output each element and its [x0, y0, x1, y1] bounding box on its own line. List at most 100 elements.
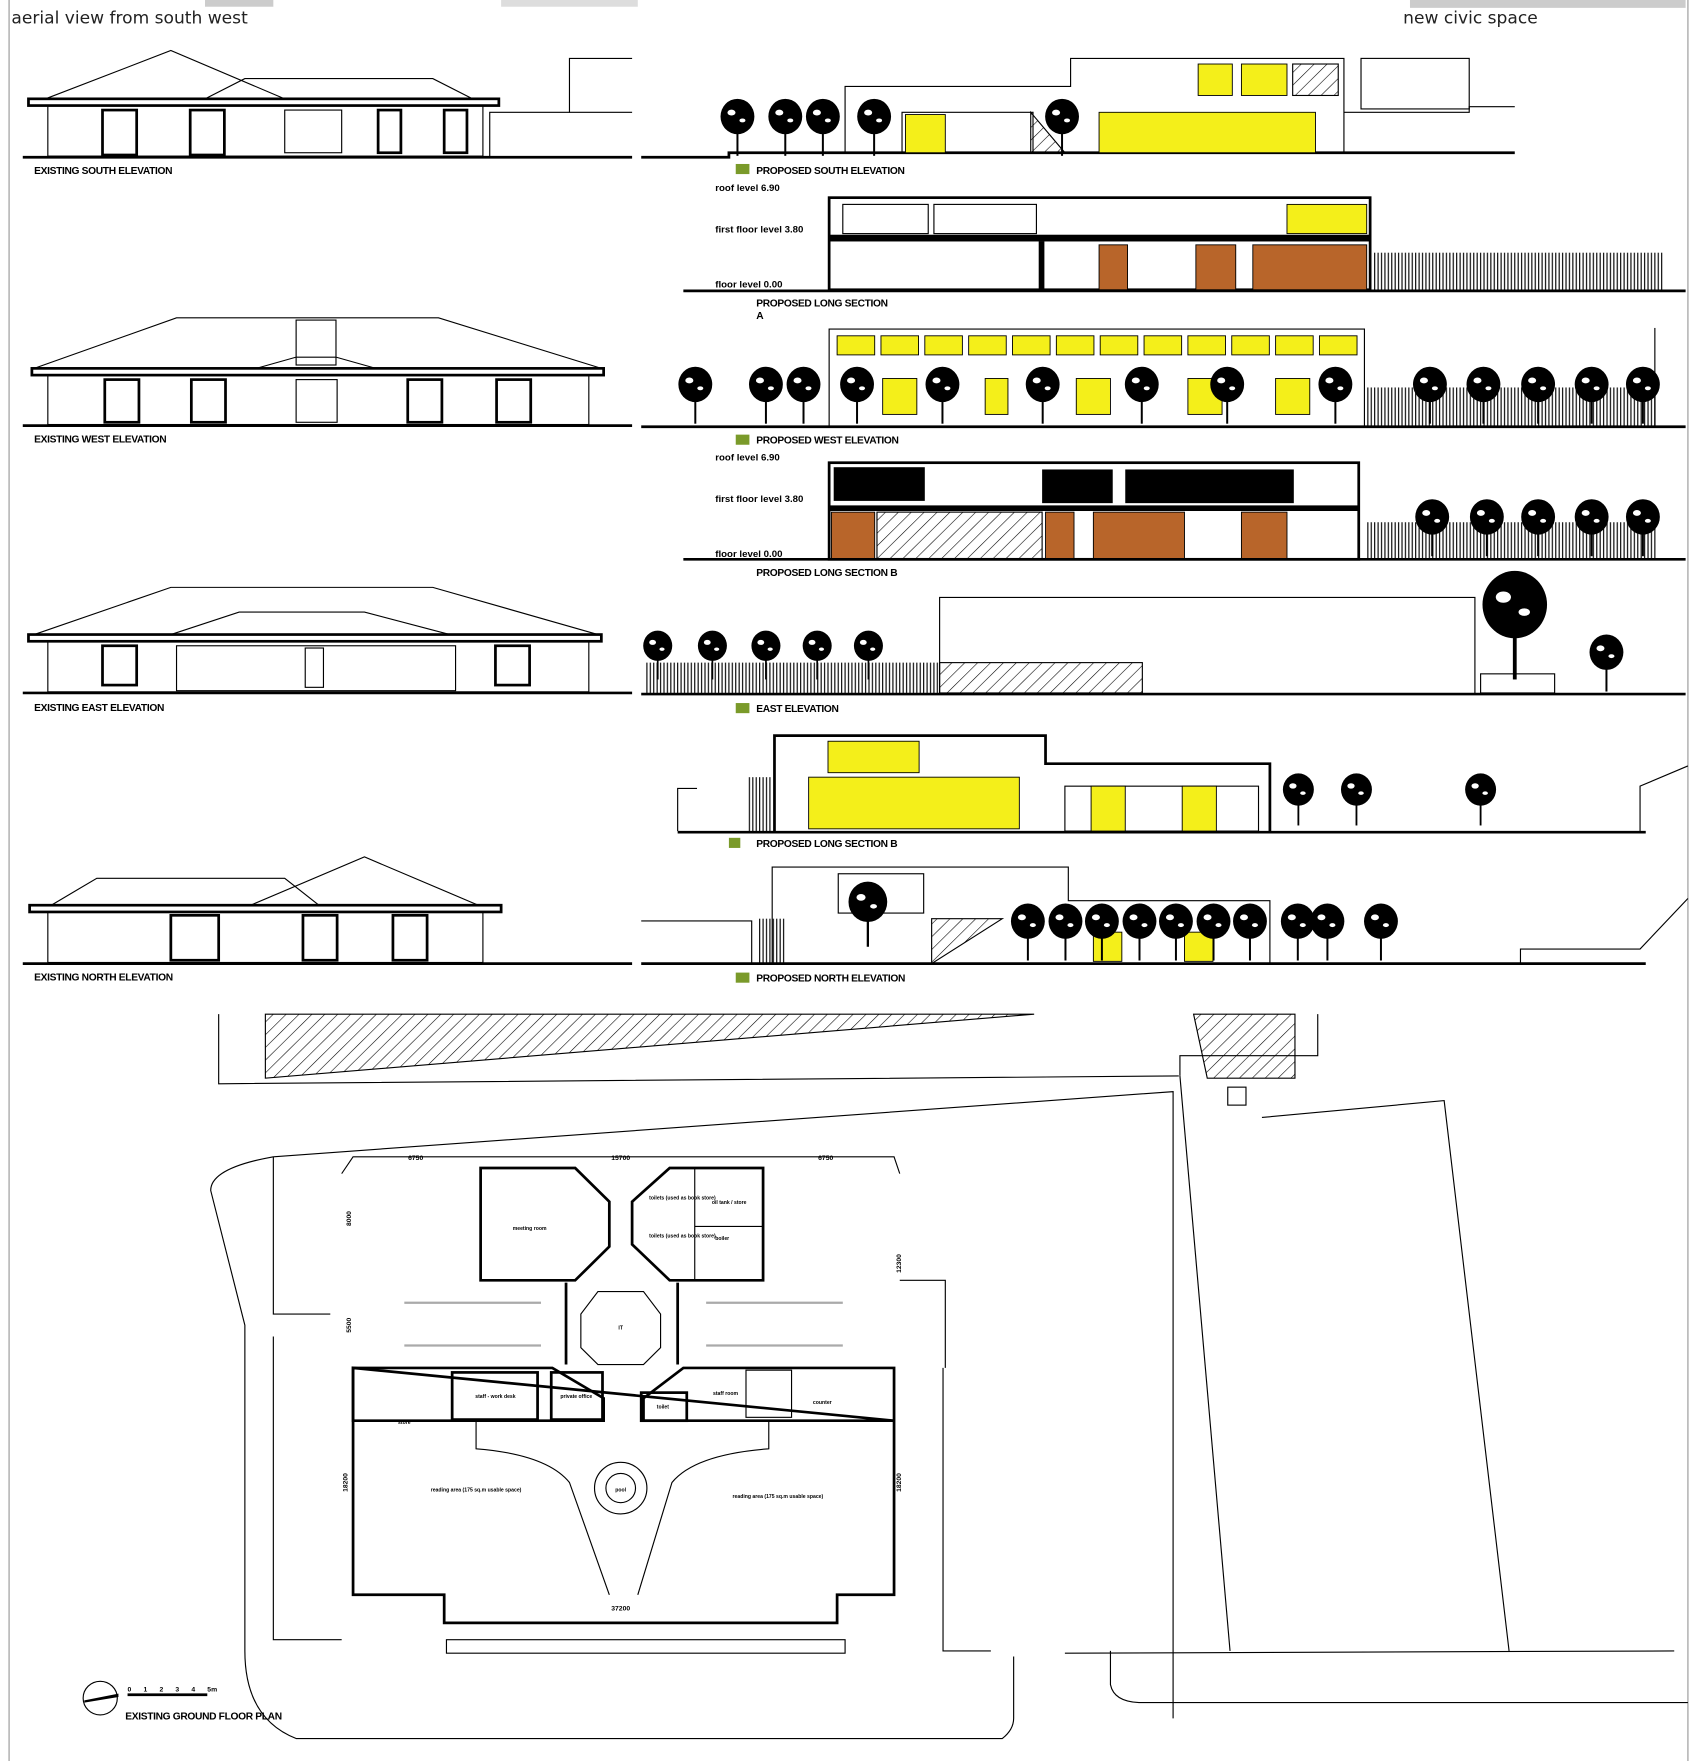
- tree-icon: [925, 366, 960, 424]
- section-a-letter: A: [756, 311, 764, 322]
- room-label: reading area (175 sq.m usable space): [733, 1494, 824, 1500]
- existing-south-elevation: EXISTING SOUTH ELEVATION: [22, 49, 633, 177]
- dimension-label: 18200: [896, 1473, 903, 1492]
- existing-west-elevation: EXISTING WEST ELEVATION: [22, 317, 633, 446]
- tree-icon: [1122, 903, 1157, 961]
- tree-icon: [1010, 903, 1045, 961]
- proposed-south-elevation: PROPOSED SOUTH ELEVATION: [641, 57, 1515, 177]
- clerestory-window: [1275, 335, 1314, 356]
- room-label: reading area (175 sq.m usable space): [431, 1487, 522, 1493]
- aerial-view-caption: aerial view from south west: [11, 8, 248, 28]
- aerial-image-strip: [205, 0, 274, 7]
- floor-level-label: floor level 0.00: [715, 280, 782, 291]
- civic-image-strip: [1409, 0, 1686, 8]
- proposed-long-section-a: roof level 6.90 first floor level 3.80 f…: [683, 183, 1686, 322]
- floor-level-label: floor level 0.00: [715, 549, 782, 560]
- room-label: staff room: [713, 1391, 738, 1397]
- dimension-label: 6750: [818, 1155, 833, 1162]
- scale-tick-label: 1: [144, 1686, 148, 1693]
- existing-east-elevation-label: EXISTING EAST ELEVATION: [34, 703, 164, 714]
- proposed-long-section-a-label: PROPOSED LONG SECTION: [756, 299, 887, 310]
- existing-north-elevation-label: EXISTING NORTH ELEVATION: [34, 973, 173, 984]
- ground-floor-plan-title: EXISTING GROUND FLOOR PLAN: [125, 1712, 281, 1723]
- clerestory-window: [1012, 335, 1051, 356]
- dimension-label: 12300: [896, 1254, 903, 1273]
- proposed-east-elevation: EAST ELEVATION: [641, 570, 1686, 715]
- roof-level-label: roof level 6.90: [715, 453, 780, 464]
- room-label: pool: [615, 1487, 626, 1493]
- tree-icon: [840, 366, 874, 424]
- room-label: meeting room: [513, 1226, 547, 1232]
- proposed-west-elevation: PROPOSED WEST ELEVATION: [641, 327, 1686, 447]
- north-arrow-icon: [82, 1680, 119, 1716]
- existing-south-elevation-label: EXISTING SOUTH ELEVATION: [34, 166, 172, 177]
- drawing-marker-icon: [735, 163, 750, 175]
- room-label: store: [398, 1420, 411, 1426]
- room-label: oil tank / store: [712, 1200, 747, 1206]
- tree-icon: [1364, 903, 1398, 961]
- dimension-label: 8000: [346, 1211, 353, 1226]
- proposed-north-elevation: PROPOSED NORTH ELEVATION: [641, 866, 1689, 985]
- existing-ground-floor-plan: meeting room toilets (used as book store…: [82, 1013, 1688, 1740]
- tree-icon: [1124, 366, 1159, 424]
- tree-icon: [678, 366, 713, 424]
- drawing-marker-icon: [735, 703, 750, 714]
- proposed-long-section-b-2-label: PROPOSED LONG SECTION B: [756, 839, 897, 850]
- drawing-marker-icon: [735, 972, 750, 983]
- room-label: boiler: [715, 1236, 729, 1242]
- east-elevation-label: EAST ELEVATION: [756, 704, 838, 715]
- existing-north-elevation: EXISTING NORTH ELEVATION: [22, 856, 633, 984]
- dimension-label: 18200: [342, 1473, 349, 1492]
- tree-icon: [1025, 366, 1060, 424]
- first-floor-level-label: first floor level 3.80: [715, 225, 803, 236]
- clerestory-window: [880, 335, 919, 356]
- clerestory-window: [1231, 335, 1270, 356]
- room-label: staff - work desk: [475, 1394, 516, 1400]
- room-label: toilets (used as book store): [649, 1234, 716, 1240]
- proposed-long-section-b-2: PROPOSED LONG SECTION B: [677, 734, 1689, 850]
- proposed-long-section-b: roof level 6.90 first floor level 3.80 f…: [683, 453, 1686, 579]
- scale-tick-label: 2: [159, 1686, 163, 1693]
- aerial-image-strip: [501, 0, 638, 7]
- scale-tick-label: 0: [128, 1686, 132, 1693]
- room-label: private office: [560, 1394, 592, 1400]
- drawing-marker-icon: [728, 837, 741, 848]
- scale-tick-label: 5m: [207, 1686, 217, 1693]
- clerestory-window: [836, 335, 876, 356]
- clerestory-window: [924, 335, 963, 356]
- proposed-long-section-b-label: PROPOSED LONG SECTION B: [756, 568, 897, 579]
- scale-tick-label: 4: [191, 1686, 195, 1693]
- drawing-marker-icon: [735, 434, 750, 445]
- tree-icon: [1210, 366, 1245, 424]
- existing-west-elevation-label: EXISTING WEST ELEVATION: [34, 435, 166, 446]
- tree-icon: [1280, 903, 1315, 961]
- tree-icon: [1318, 366, 1353, 424]
- dimension-label: 37200: [611, 1606, 630, 1613]
- proposed-south-elevation-label: PROPOSED SOUTH ELEVATION: [756, 166, 904, 177]
- scale-tick-label: 3: [175, 1686, 179, 1693]
- roof-level-label: roof level 6.90: [715, 183, 780, 194]
- clerestory-window: [968, 335, 1007, 356]
- room-label: counter: [813, 1400, 832, 1406]
- dimension-label: 15700: [611, 1155, 630, 1162]
- civic-space-caption: new civic space: [1403, 8, 1538, 28]
- clerestory-window: [1143, 335, 1183, 356]
- tree-icon: [748, 366, 783, 424]
- clerestory-window: [1187, 335, 1226, 356]
- clerestory-window: [1099, 335, 1139, 356]
- room-label: toilets (used as book store): [649, 1195, 716, 1201]
- scale-bar: 0 1 2 3 4 5m: [127, 1686, 217, 1697]
- existing-east-elevation: EXISTING EAST ELEVATION: [22, 586, 633, 714]
- proposed-west-elevation-label: PROPOSED WEST ELEVATION: [756, 436, 898, 447]
- clerestory-window: [1318, 335, 1358, 356]
- clerestory-window: [1055, 335, 1095, 356]
- first-floor-level-label: first floor level 3.80: [715, 494, 803, 505]
- tree-icon: [1233, 903, 1267, 961]
- tree-icon: [786, 366, 821, 424]
- tree-icon: [1048, 903, 1083, 961]
- tree-icon: [1310, 903, 1345, 961]
- dimension-label: 6750: [408, 1155, 423, 1162]
- proposed-north-elevation-label: PROPOSED NORTH ELEVATION: [756, 974, 905, 985]
